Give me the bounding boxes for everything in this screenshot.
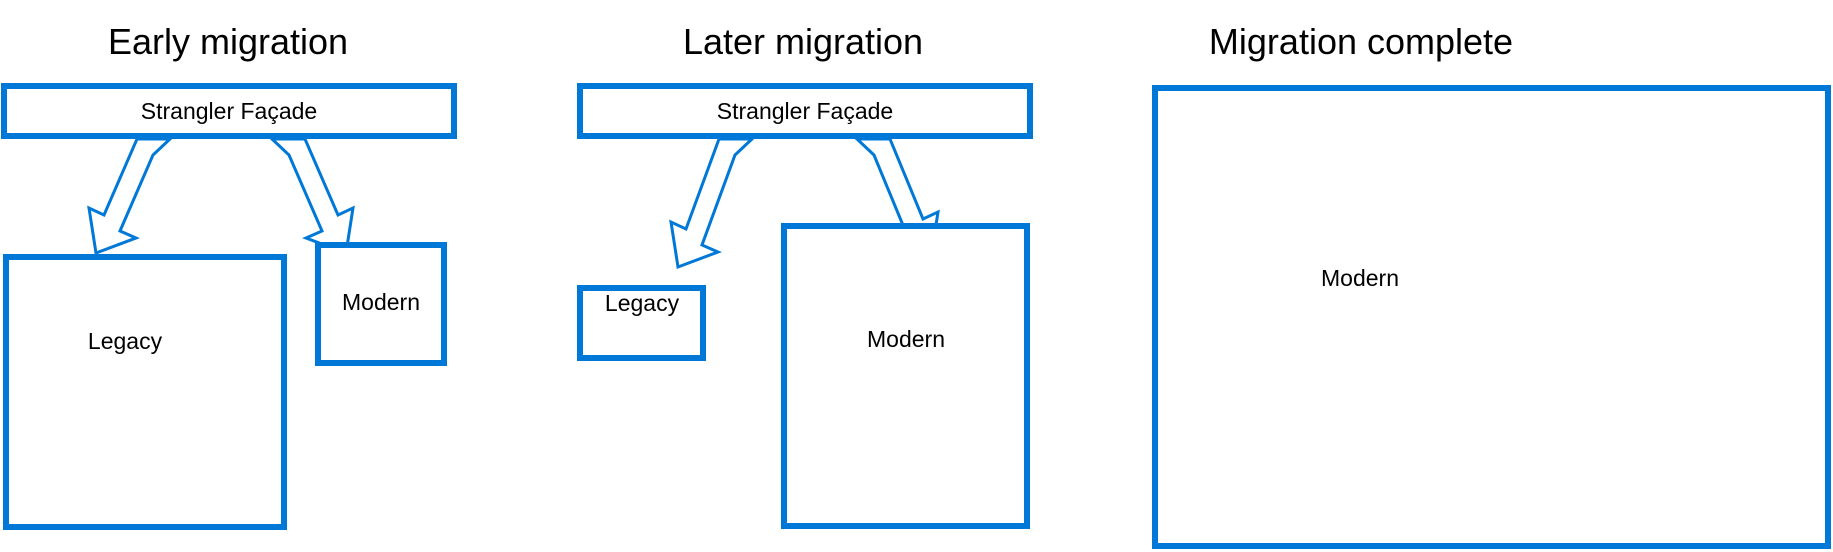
node-box-rect-legacy-later [577,285,706,361]
panel-early-migration: Early migration Strangler Façade Legacy [1,21,457,530]
node-box-label-modern-complete: Modern [1321,265,1399,291]
panel-migration-complete: Migration complete Modern [1152,21,1831,549]
node-box-modern-early[interactable]: Modern [315,242,447,366]
panel-title-early-migration: Early migration [108,21,348,62]
panel-later-migration: Later migration Strangler Façade Legacy [577,21,1033,529]
facade-box-early-migration[interactable]: Strangler Façade [1,83,457,139]
arrow-facade-to-legacy-later [669,137,756,270]
node-box-modern-complete[interactable]: Modern [1152,85,1831,549]
node-box-label-modern-later: Modern [867,326,945,352]
node-box-rect-modern-complete [1152,85,1831,549]
node-box-label-legacy-early: Legacy [88,328,163,354]
node-box-rect-legacy-early [3,254,287,530]
panel-title-migration-complete: Migration complete [1209,21,1513,62]
facade-box-label-later: Strangler Façade [717,98,893,124]
node-box-rect-modern-later [781,223,1030,529]
facade-box-label-early: Strangler Façade [141,98,317,124]
arrow-facade-to-modern-early [268,137,355,256]
node-box-label-modern-early: Modern [342,289,420,315]
node-box-legacy-early[interactable]: Legacy [3,254,287,530]
node-box-modern-later[interactable]: Modern [781,223,1030,529]
node-box-legacy-later[interactable]: Legacy [577,285,706,361]
panel-title-later-migration: Later migration [683,21,923,62]
facade-box-rect-later [577,83,1033,139]
arrow-facade-to-legacy-early [87,137,174,256]
node-box-label-legacy-later: Legacy [605,290,680,316]
node-box-rect-modern-early [315,242,447,366]
facade-box-later-migration[interactable]: Strangler Façade [577,83,1033,139]
facade-box-rect-early [1,83,457,139]
